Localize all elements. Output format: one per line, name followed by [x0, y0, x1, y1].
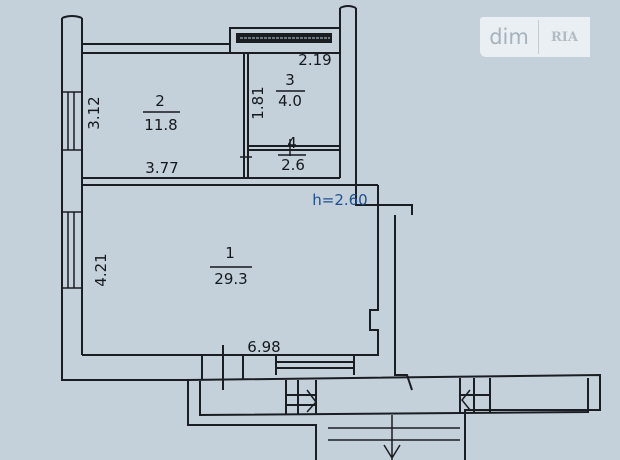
dimension-vertical: 1.81 — [249, 86, 267, 119]
room-number: 4 — [287, 134, 297, 152]
ceiling-height-label: h=2.60 — [312, 191, 367, 209]
dim-ria-logo: dim RIA — [480, 17, 590, 57]
room-1: 1 29.3 4.21 6.98 — [92, 244, 281, 356]
room-number: 3 — [285, 71, 295, 89]
dimension-horizontal: 2.19 — [298, 51, 331, 69]
room-area: 11.8 — [144, 116, 177, 134]
dimension-vertical: 3.12 — [85, 96, 103, 129]
room-area: 4.0 — [278, 92, 302, 110]
room-2: 2 11.8 3.12 3.77 — [85, 92, 180, 177]
room-3: 2.19 3 4.0 1.81 — [249, 51, 332, 120]
dimension-vertical: 4.21 — [92, 253, 110, 286]
dimension-horizontal: 3.77 — [145, 159, 178, 177]
room-number: 1 — [225, 244, 235, 262]
room-area: 29.3 — [214, 270, 247, 288]
room-area: 2.6 — [281, 156, 305, 174]
room-number: 2 — [155, 92, 165, 110]
logo-divider — [538, 20, 539, 54]
logo-dim-text: dim — [489, 25, 529, 49]
room-4: 4 2.6 — [278, 134, 306, 174]
walls — [61, 5, 601, 460]
dimension-horizontal: 6.98 — [247, 338, 280, 356]
logo-ria-text: RIA — [551, 29, 578, 45]
